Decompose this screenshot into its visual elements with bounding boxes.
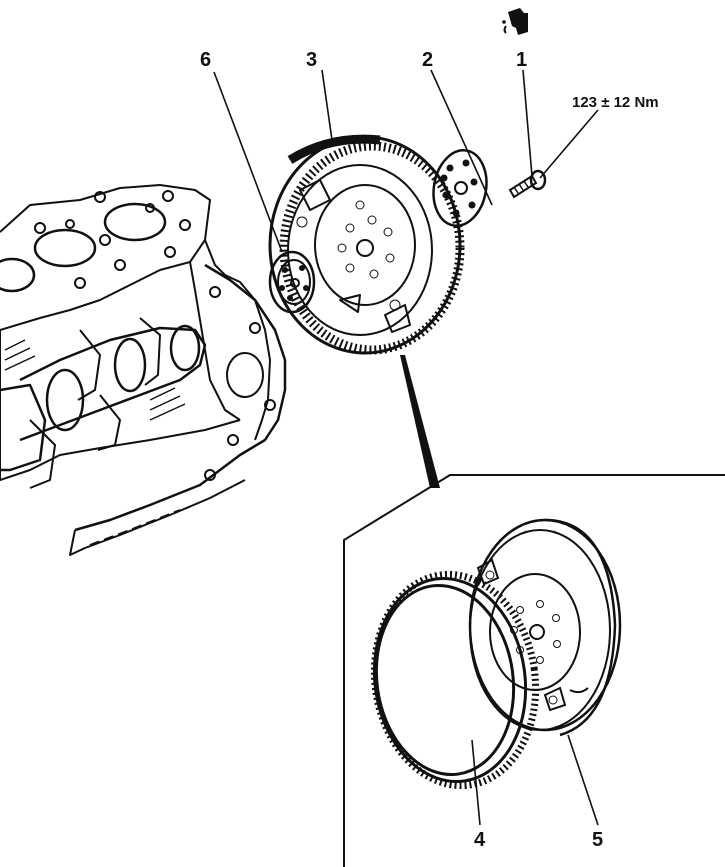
bolt-1 xyxy=(508,169,547,199)
callout-3: 3 xyxy=(306,49,317,71)
detail-connector xyxy=(400,355,440,488)
flywheel-body-5 xyxy=(468,518,622,737)
callout-2: 2 xyxy=(422,49,433,71)
callout-6: 6 xyxy=(200,49,211,71)
callout-4: 4 xyxy=(474,829,486,851)
ring-gear-4 xyxy=(370,570,540,790)
flywheel-assembly xyxy=(268,134,465,355)
engine-block xyxy=(0,184,287,556)
oil-can-icon xyxy=(502,8,528,35)
torque-spec: 123 ± 12 Nm xyxy=(572,94,659,111)
detail-frame xyxy=(343,474,725,867)
callout-1: 1 xyxy=(516,49,527,71)
leader-lines xyxy=(213,69,599,826)
adapter-plate-6 xyxy=(268,250,316,314)
callout-5: 5 xyxy=(592,829,603,851)
